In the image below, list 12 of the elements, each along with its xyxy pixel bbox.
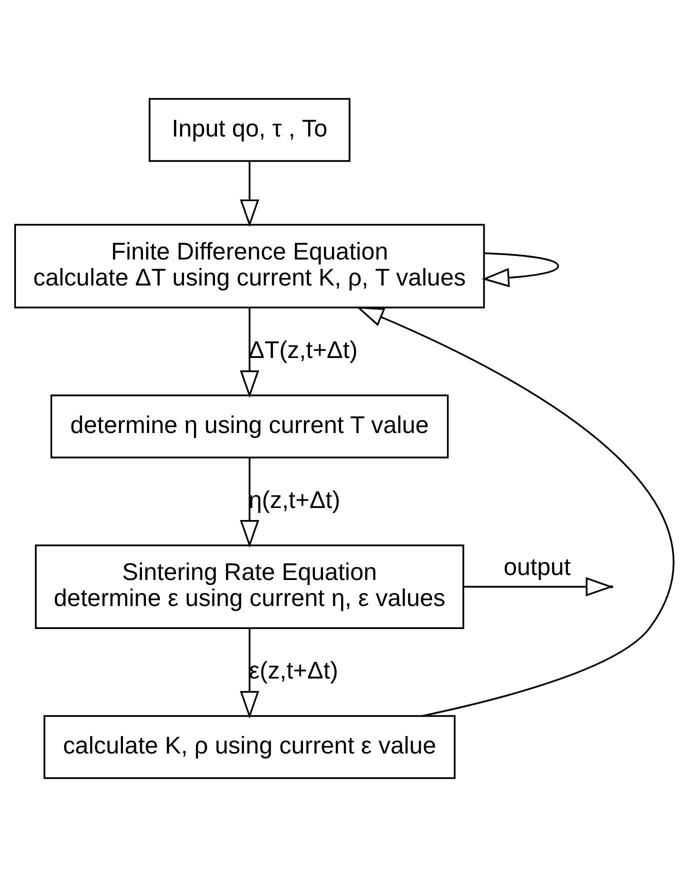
arrow <box>240 160 260 227</box>
node-box: determine η using current T value <box>50 394 449 458</box>
arrow <box>240 457 260 548</box>
node-box: calculate K, ρ using current ε value <box>44 714 456 778</box>
arrow <box>240 308 260 398</box>
node-box: Input qo, τ , To <box>148 98 350 162</box>
arrow <box>240 628 260 718</box>
arrow <box>482 252 559 287</box>
node-box: Finite Difference Equation calculate ΔT using current K, ρ, T values <box>14 223 485 308</box>
node-box: Sintering Rate Equation determine ε using current η, ε values <box>34 544 464 628</box>
edge-label: output <box>504 554 571 581</box>
arrow <box>356 306 674 716</box>
